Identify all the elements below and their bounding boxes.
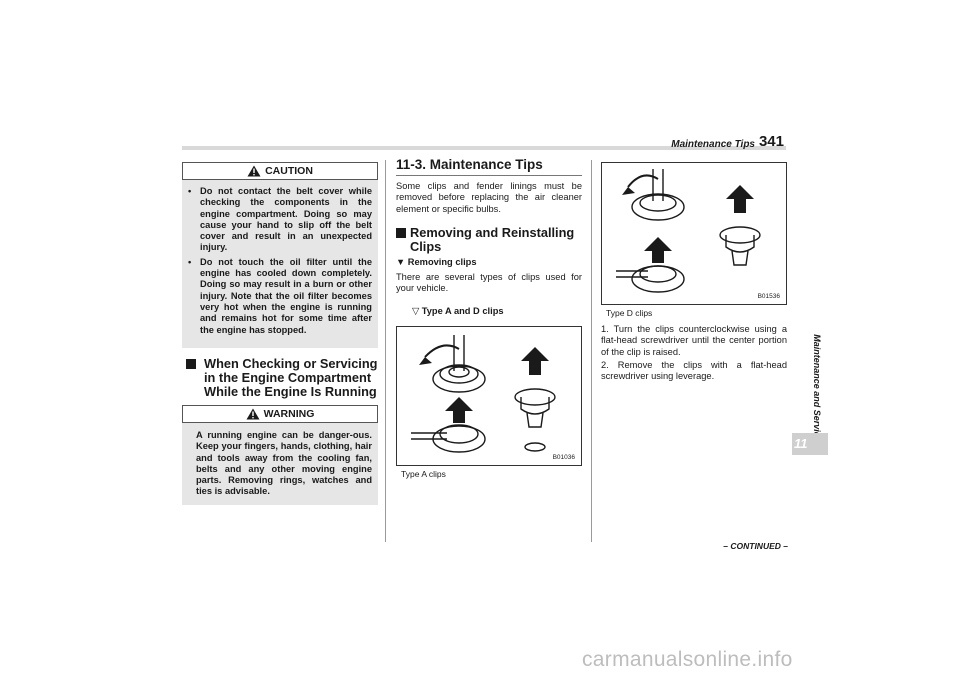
warning-label: WARNING — [263, 408, 315, 420]
title-rule — [396, 175, 582, 176]
main-intro: Some clips and fender linings must be re… — [396, 181, 582, 214]
removing-clips-subheading: ▼ Removing clips — [396, 257, 477, 267]
step-1: 1. Turn the clips counterclockwise using… — [601, 324, 787, 357]
clips-heading: Removing and Reinstalling Clips — [396, 226, 582, 254]
square-bullet-icon — [186, 359, 196, 369]
figure-d-caption: Type D clips — [606, 308, 653, 318]
header-rule — [182, 146, 786, 150]
warning-panel: WARNING A running engine can be danger-o… — [182, 405, 378, 505]
section-checking-heading: When Checking or Servicing in the Engine… — [204, 356, 378, 399]
caution-list: •Do not contact the belt cover while che… — [182, 180, 378, 336]
triangle-bullet-icon: ▼ — [396, 257, 406, 267]
open-triangle-icon: ▽ — [412, 306, 420, 316]
main-title: 11-3. Maintenance Tips — [396, 157, 543, 172]
caution-banner: CAUTION — [182, 162, 378, 180]
warning-text: A running engine can be danger-ous. Keep… — [196, 430, 372, 497]
figure-a-code: B01036 — [552, 454, 575, 461]
caution-panel: CAUTION •Do not contact the belt cover w… — [182, 162, 378, 348]
step-2: 2. Remove the clips with a flat-head scr… — [601, 360, 787, 382]
warning-triangle-icon — [247, 165, 261, 177]
chapter-tab: 11 — [792, 433, 828, 455]
clip-a-illustration — [411, 335, 556, 453]
warning-triangle-icon — [246, 408, 260, 420]
watermark: carmanualsonline.info — [582, 648, 793, 671]
clips-heading-text: Removing and Reinstalling Clips — [410, 225, 575, 254]
caution-label: CAUTION — [265, 165, 313, 177]
figure-type-a: B01036 — [396, 326, 582, 466]
caution-item: •Do not contact the belt cover while che… — [188, 186, 372, 253]
caution-item: •Do not touch the oil filter until the e… — [188, 256, 372, 335]
figure-d-code: B01536 — [757, 293, 780, 300]
column-divider-right — [591, 160, 592, 542]
section-checking: When Checking or Servicing in the Engine… — [186, 357, 380, 399]
column-divider-left — [385, 160, 386, 542]
figure-a-caption: Type A clips — [401, 469, 446, 479]
clips-subtext: There are several types of clips used fo… — [396, 272, 582, 294]
header-section-title: Maintenance Tips — [671, 139, 755, 150]
page-number: 341 — [758, 133, 784, 150]
figure-type-d: B01536 — [601, 162, 787, 305]
warning-banner: WARNING — [182, 405, 378, 423]
clip-d-illustration — [616, 169, 761, 293]
square-bullet-icon — [396, 228, 406, 238]
clip-type-heading: ▽ Type A and D clips — [412, 306, 504, 316]
continued-label: – CONTINUED – — [723, 541, 788, 551]
